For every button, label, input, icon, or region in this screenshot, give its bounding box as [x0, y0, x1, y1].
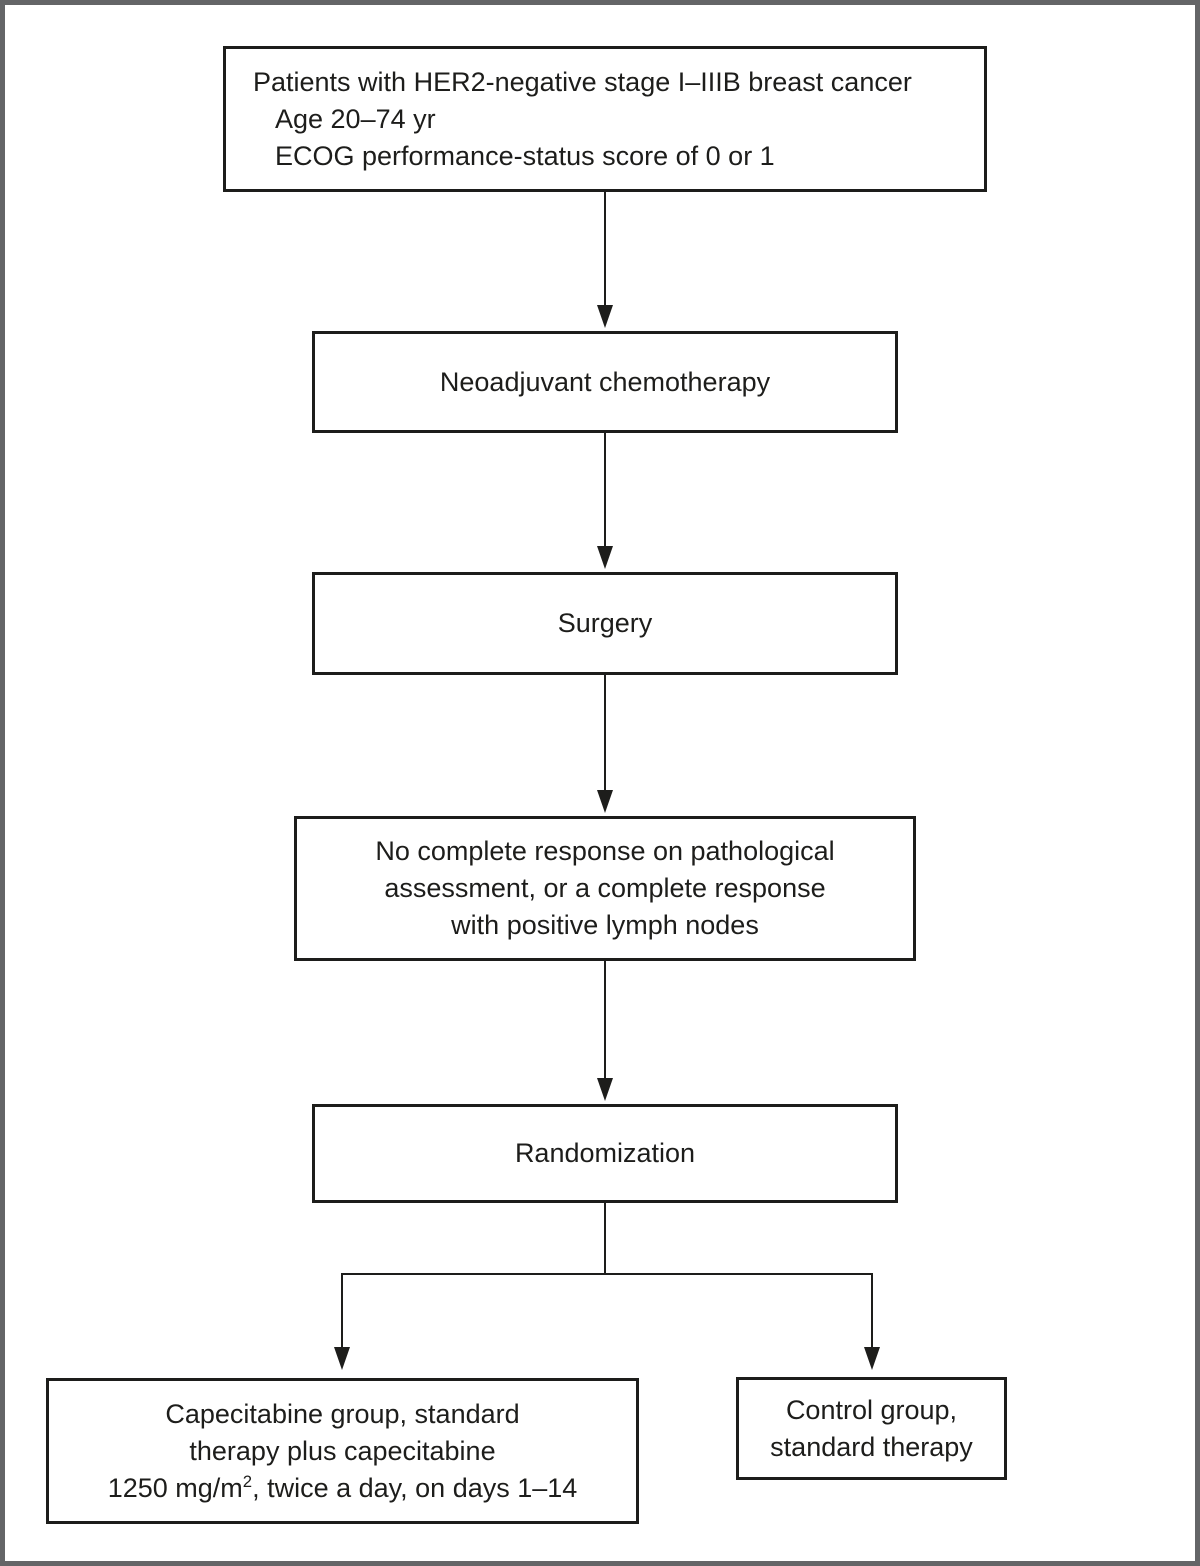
control-line-2: standard therapy: [770, 1431, 973, 1462]
connector-neoadjuvant-to-surgery: [604, 433, 606, 548]
surgery-box: Surgery: [312, 572, 898, 675]
response-line-1: No complete response on pathological: [375, 836, 835, 866]
neoadjuvant-label: Neoadjuvant chemotherapy: [439, 366, 771, 397]
connector-eligibility-to-neoadjuvant: [604, 192, 606, 307]
arrow-down-control-icon: [864, 1347, 880, 1370]
connector-response-to-randomization: [604, 961, 606, 1079]
connector-branch-horizontal: [341, 1273, 873, 1275]
capecitabine-schedule-text: , twice a day, on days 1–14: [252, 1472, 578, 1503]
connector-branch-left: [341, 1273, 343, 1349]
arrow-down-neoadjuvant-icon: [597, 305, 613, 328]
control-group-box: Control group, standard therapy: [736, 1377, 1007, 1480]
arrow-down-capecitabine-icon: [334, 1347, 350, 1370]
response-line-2: assessment, or a complete response: [384, 873, 826, 903]
connector-branch-right: [871, 1273, 873, 1349]
pathological-response-box: No complete response on pathological ass…: [294, 816, 916, 961]
arrow-down-response-icon: [597, 790, 613, 813]
surgery-label: Surgery: [557, 608, 653, 638]
neoadjuvant-chemotherapy-box: Neoadjuvant chemotherapy: [312, 331, 898, 433]
capecitabine-line-3: 1250 mg/m2, twice a day, on days 1–14: [108, 1470, 578, 1507]
capecitabine-group-box: Capecitabine group, standard therapy plu…: [46, 1378, 639, 1524]
eligibility-line-2: Age 20–74 yr: [275, 103, 436, 134]
eligibility-box: Patients with HER2-negative stage I–IIIB…: [223, 46, 987, 192]
arrow-down-surgery-icon: [597, 546, 613, 569]
control-line-1: Control group,: [785, 1394, 958, 1425]
capecitabine-dose-text: 1250 mg/m: [107, 1472, 243, 1503]
capecitabine-line-2: therapy plus capecitabine: [189, 1435, 496, 1466]
connector-randomization-stem: [604, 1203, 606, 1275]
capecitabine-dose-superscript: 2: [242, 1471, 253, 1491]
capecitabine-line-1: Capecitabine group, standard: [165, 1398, 520, 1429]
response-line-3: with positive lymph nodes: [451, 910, 759, 940]
eligibility-line-1: Patients with HER2-negative stage I–IIIB…: [253, 66, 912, 97]
arrow-down-randomization-icon: [597, 1078, 613, 1101]
randomization-box: Randomization: [312, 1104, 898, 1203]
randomization-label: Randomization: [514, 1138, 696, 1168]
connector-surgery-to-response: [604, 675, 606, 791]
eligibility-line-3: ECOG performance-status score of 0 or 1: [275, 140, 775, 171]
